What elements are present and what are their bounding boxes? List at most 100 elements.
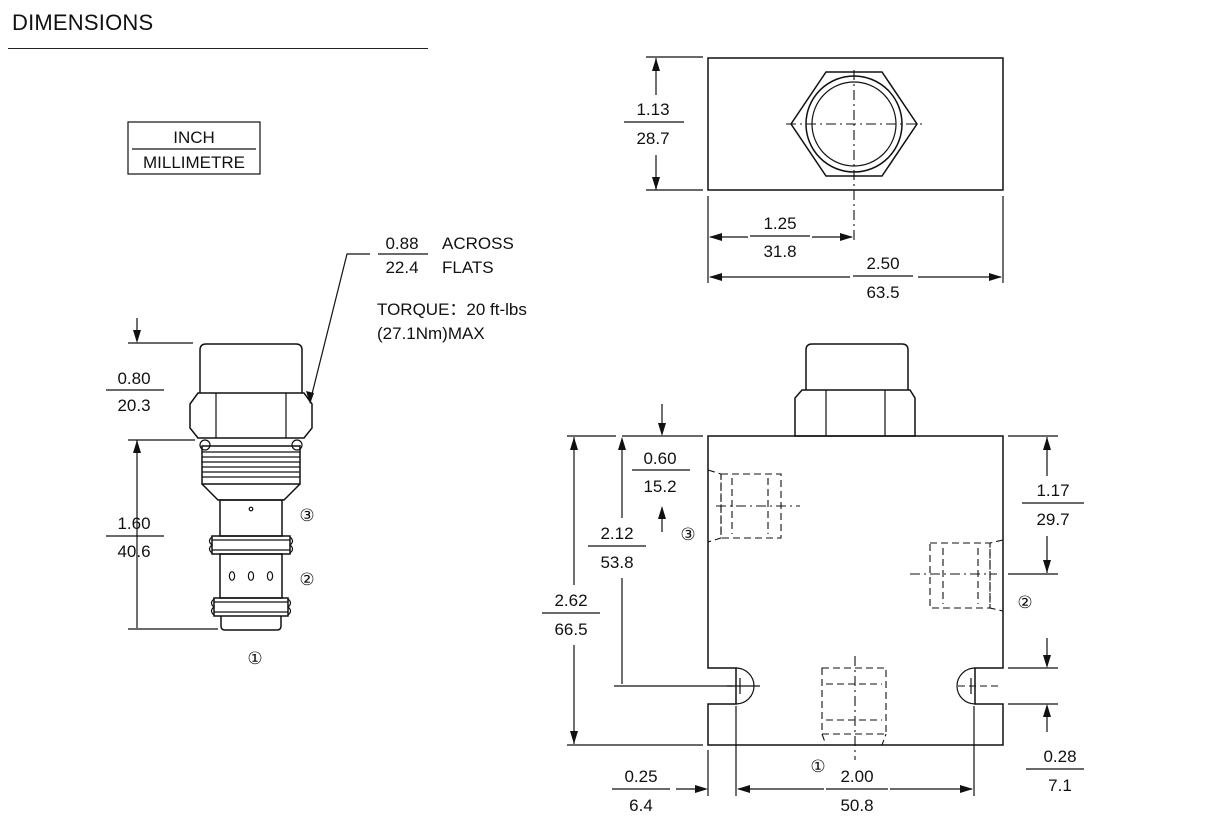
port-1-hidden-lines	[821, 656, 887, 760]
dim-arrow-bottom	[652, 177, 660, 190]
port2-hole-2	[247, 571, 255, 581]
torque-line-2: (27.1Nm)MAX	[377, 324, 485, 343]
dim-arrow-bottom	[658, 506, 666, 519]
dim-mm: 20.3	[117, 396, 150, 415]
port-2-hidden-lines	[910, 539, 1004, 612]
top-view	[707, 57, 1004, 240]
torque-line-1: TORQUE：20 ft-lbs	[377, 300, 527, 319]
front-dim-2-12: 2.12 53.8	[588, 437, 733, 687]
dim-mm: 28.7	[636, 129, 669, 148]
port-3-hidden-lines	[707, 469, 800, 543]
dim-arrow-bottom	[1043, 704, 1051, 717]
front-dim-0-28: 0.28 7.1	[1008, 638, 1084, 795]
dim-arrow	[695, 785, 708, 793]
top-dim-1-25: 1.25 31.8	[707, 196, 853, 283]
cartridge-screw-right	[291, 439, 303, 451]
cartridge-dim-0-80: 0.80 20.3	[106, 318, 193, 415]
seal-1-left-curl	[208, 536, 213, 554]
front-cartridge-cap	[805, 343, 909, 390]
top-dim-2-50: 2.50 63.5	[709, 196, 1004, 302]
cartridge-seal-ring-1	[211, 535, 291, 555]
front-port-2-label: ②	[1017, 593, 1032, 612]
across-label: ACROSS	[442, 234, 514, 253]
cartridge-screw-left	[199, 439, 211, 451]
dim-mm: 63.5	[866, 283, 899, 302]
front-dim-0-25: 0.25 6.4	[612, 706, 737, 815]
cartridge-port-3-label: ③	[299, 506, 314, 525]
dim-arrow-bottom	[1043, 560, 1051, 573]
dim-inch: 1.13	[636, 100, 669, 119]
port2-hole-3	[266, 571, 274, 581]
dim-inch: 1.60	[117, 514, 150, 533]
legend-millimetre: MILLIMETRE	[143, 153, 245, 172]
dim-mm: 29.7	[1036, 510, 1069, 529]
seal-2-left-curl	[210, 598, 215, 616]
port2-hole-1	[228, 571, 236, 581]
dim-mm: 31.8	[763, 242, 796, 261]
dim-inch: 0.25	[624, 767, 657, 786]
across-flats-mm: 22.4	[385, 258, 418, 277]
flats-label: FLATS	[442, 258, 494, 277]
cartridge-cap	[199, 343, 303, 393]
front-cartridge-hex	[794, 389, 916, 437]
unit-legend: INCH MILLIMETRE	[127, 121, 261, 175]
cartridge-port-2-label: ②	[299, 570, 314, 589]
dim-mm: 7.1	[1048, 776, 1072, 795]
across-flats-note: 0.88 22.4 ACROSS FLATS TORQUE：20 ft-lbs …	[306, 234, 527, 404]
cartridge-dim-1-60: 1.60 40.6	[106, 439, 218, 630]
dim-mm: 50.8	[840, 796, 873, 815]
unit-legend-box	[127, 121, 261, 175]
cartridge-seal-ring-2	[213, 597, 289, 617]
cartridge-hex	[189, 392, 313, 439]
dim-inch: 1.17	[1036, 481, 1069, 500]
across-flats-inch: 0.88	[385, 234, 418, 253]
thread-lines	[202, 451, 300, 478]
dim-arrow-bottom	[570, 731, 578, 744]
dim-inch: 0.60	[643, 449, 676, 468]
dim-inch: 0.28	[1043, 747, 1076, 766]
dim-arrow-right	[989, 273, 1002, 281]
dim-mm: 66.5	[554, 620, 587, 639]
dim-arrow-left	[709, 233, 722, 241]
dim-arrow-right	[960, 785, 973, 793]
top-view-body	[707, 57, 1004, 191]
dim-arrow-top	[570, 437, 578, 450]
dim-inch: 2.50	[866, 254, 899, 273]
dim-arrow	[133, 330, 141, 343]
dim-mm: 53.8	[600, 553, 633, 572]
cartridge-valve	[189, 343, 313, 631]
dim-arrow-top	[1043, 437, 1051, 450]
dim-arrow-left	[709, 273, 722, 281]
title-underline	[8, 48, 428, 50]
dim-inch: 2.00	[840, 767, 873, 786]
cartridge-nose	[220, 616, 282, 631]
cartridge-port-1-label: ①	[247, 649, 262, 668]
page-title: DIMENSIONS	[12, 10, 154, 35]
seal-2-right-curl	[287, 598, 292, 616]
cartridge-body-upper	[219, 499, 283, 537]
mount-hole-right	[956, 667, 976, 705]
seal-1-right-curl	[289, 536, 294, 554]
dim-arrow-top	[1043, 655, 1051, 668]
dim-mm: 15.2	[643, 477, 676, 496]
dim-arrow-top	[652, 58, 660, 71]
front-dim-2-62: 2.62 66.5	[542, 435, 703, 746]
cartridge-taper	[201, 483, 301, 501]
dim-arrow-top	[658, 423, 666, 436]
front-view	[707, 343, 1004, 760]
across-flats-leader	[309, 253, 370, 403]
dim-mm: 40.6	[117, 542, 150, 561]
dim-mm: 6.4	[629, 796, 653, 815]
front-dim-1-17: 1.17 29.7	[1008, 435, 1084, 575]
front-port-3-label: ③	[680, 525, 695, 544]
top-dim-1-13: 1.13 28.7	[624, 56, 703, 191]
cartridge-thread	[201, 445, 301, 485]
legend-inch: INCH	[173, 128, 215, 147]
port3-hole	[248, 506, 254, 512]
dim-arrow-left	[737, 785, 750, 793]
across-flats-leader-arrow	[306, 391, 314, 404]
dim-inch: 1.25	[763, 214, 796, 233]
dim-arrow-top	[133, 440, 141, 453]
dim-inch: 0.80	[117, 369, 150, 388]
